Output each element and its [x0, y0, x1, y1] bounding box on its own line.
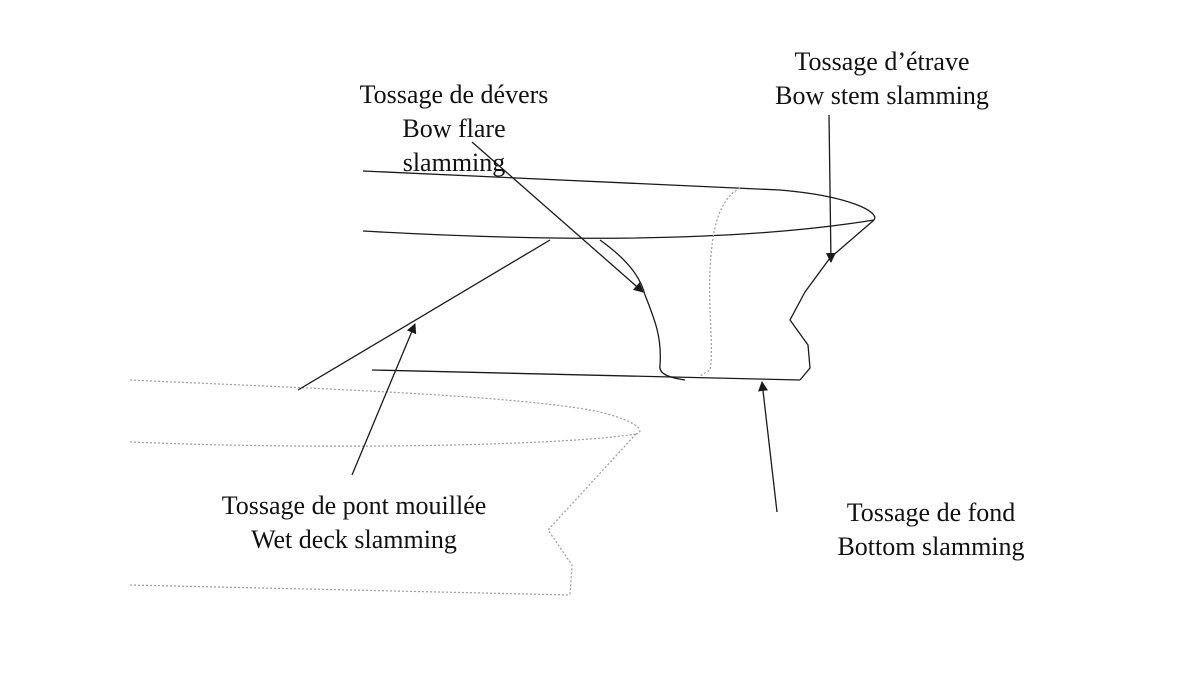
arrow-bow-flare [471, 141, 644, 293]
wave-crest-lower [129, 433, 637, 447]
arrow-wet-deck [351, 323, 417, 476]
label-wet-deck-en: Wet deck slamming [251, 525, 457, 554]
deck-lower-line [362, 219, 875, 239]
label-bottom-en: Bottom slamming [837, 532, 1025, 561]
label-bow-flare-en-1: Bow flare [402, 114, 506, 143]
label-wet-deck-fr: Tossage de pont mouillée [221, 491, 487, 520]
arrows [351, 114, 836, 513]
wave-crest-upper [129, 379, 641, 435]
ship-hull [297, 170, 876, 391]
wave-bottom [129, 584, 571, 596]
label-bow-stem-slamming: Tossage d’étrave Bow stem slamming [740, 45, 1024, 113]
wave-profile [129, 379, 641, 596]
wave-front [547, 433, 637, 596]
deck-upper-line [362, 170, 876, 221]
arrow-bow-stem [825, 114, 836, 263]
label-bow-flare-slamming: Tossage de dévers Bow flare slamming [320, 78, 588, 180]
arrow-bottom [758, 381, 778, 513]
wet-deck-line [297, 239, 551, 391]
label-bow-stem-en: Bow stem slamming [775, 81, 989, 110]
label-bow-stem-fr: Tossage d’étrave [794, 47, 970, 76]
bow-flare-section [599, 239, 686, 381]
label-bow-flare-en-2: slamming [402, 148, 506, 177]
label-bottom-fr: Tossage de fond [846, 498, 1016, 527]
section-contour-dotted [699, 187, 741, 377]
label-wet-deck-slamming: Tossage de pont mouillée Wet deck slammi… [190, 489, 518, 557]
keel-line [371, 369, 801, 381]
label-bottom-slamming: Tossage de fond Bottom slamming [800, 496, 1062, 564]
bow-stem [789, 219, 875, 381]
label-bow-flare-fr: Tossage de dévers [359, 80, 549, 109]
